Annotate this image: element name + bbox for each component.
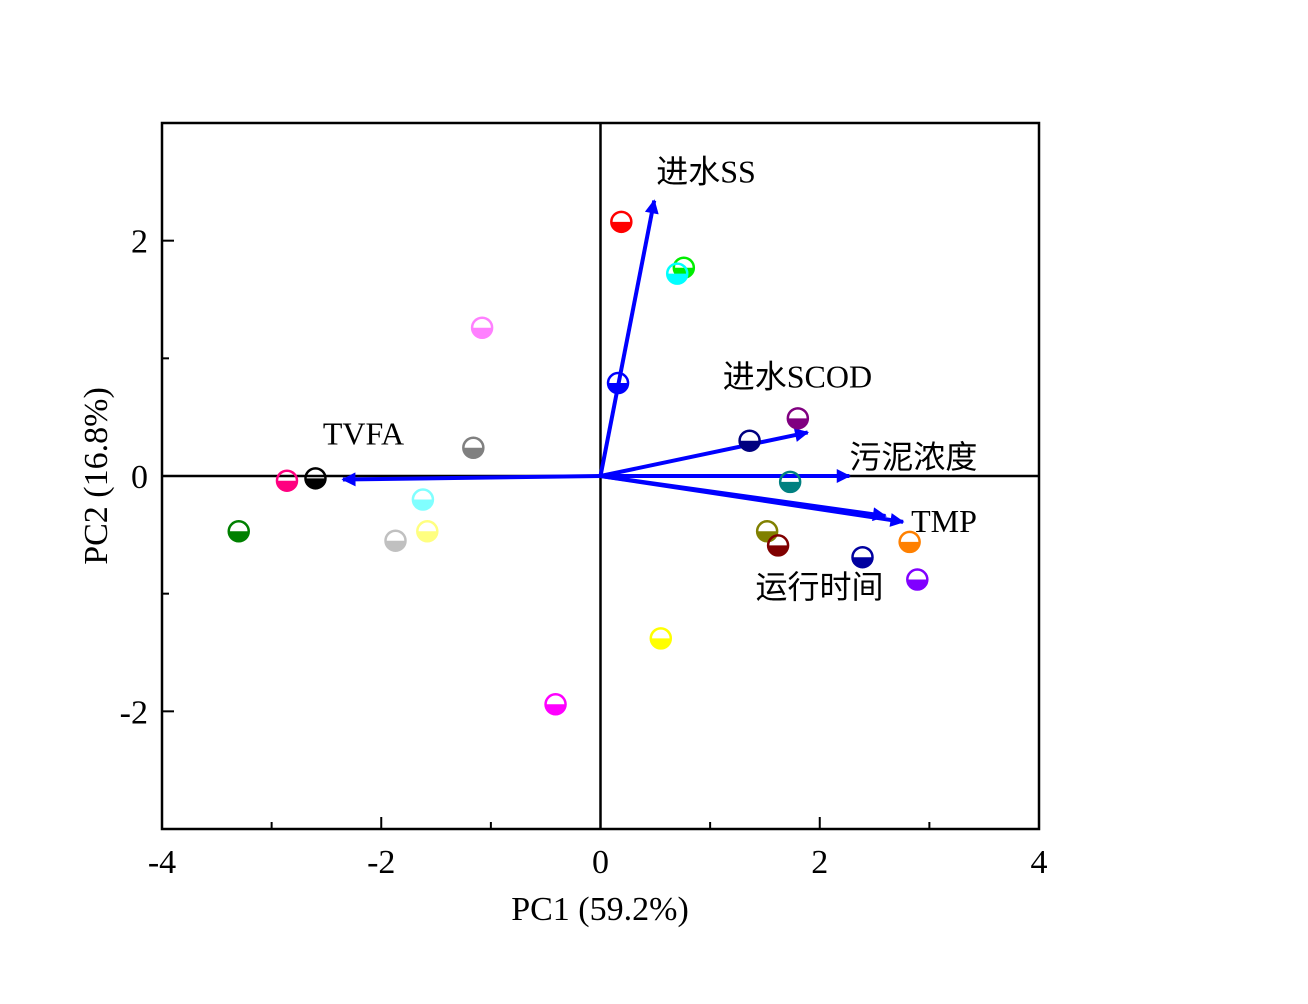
x-tick-label: 4 [1031,844,1048,881]
point-outline [384,529,407,552]
y-tick-label: 2 [131,224,148,261]
y-tick-label: -2 [120,694,148,731]
data-point [898,530,921,554]
point-outline [898,530,921,554]
loading-arrow [341,472,601,487]
x-axis-label: PC1 (59.2%) [511,891,689,928]
data-point [778,470,802,494]
point-outline [766,534,790,557]
data-point [544,693,567,716]
data-point [416,520,439,543]
point-outline [227,520,250,543]
point-outline [851,545,874,569]
data-point [649,627,673,650]
data-point [610,210,633,234]
loading-label: TMP [911,503,977,539]
point-outline [304,467,327,490]
data-point [470,316,494,339]
data-point [906,568,929,591]
data-point [851,545,874,569]
point-outline [610,210,633,234]
point-outline [906,568,929,591]
point-outline [738,429,761,452]
point-outline [462,436,485,460]
data-point [606,371,630,395]
data-point [766,534,790,557]
loading-arrow [600,474,887,522]
x-tick-label: -4 [148,844,176,881]
point-outline [786,407,810,430]
data-point [304,467,327,490]
loading-label: TVFA [323,416,404,452]
data-point [755,520,779,543]
y-axis-label: PC2 (16.8%) [78,387,115,565]
data-point [665,262,689,285]
loading-arrow [598,199,659,477]
point-outline [275,469,299,492]
loading-label: 进水SS [656,154,756,190]
point-outline [778,470,802,494]
point-outline [649,627,673,650]
point-outline [665,262,689,285]
point-outline [470,316,494,339]
data-point [411,488,435,511]
loading-label: 进水SCOD [723,358,872,394]
data-point [786,407,810,430]
point-outline [606,371,630,395]
loading-arrow [600,428,810,478]
point-outline [544,693,567,716]
data-point [462,436,485,460]
data-point [275,469,299,492]
data-point [384,529,407,552]
x-tick-label: -2 [367,844,395,881]
loading-label: 污泥浓度 [849,439,977,475]
data-point [227,520,250,543]
y-tick-label: 0 [131,459,148,496]
x-tick-label: 0 [592,844,609,881]
data-point [738,429,761,452]
point-outline [411,488,435,511]
point-outline [416,520,439,543]
point-outline [755,520,779,543]
loading-label: 运行时间 [756,569,884,605]
x-tick-label: 2 [811,844,828,881]
